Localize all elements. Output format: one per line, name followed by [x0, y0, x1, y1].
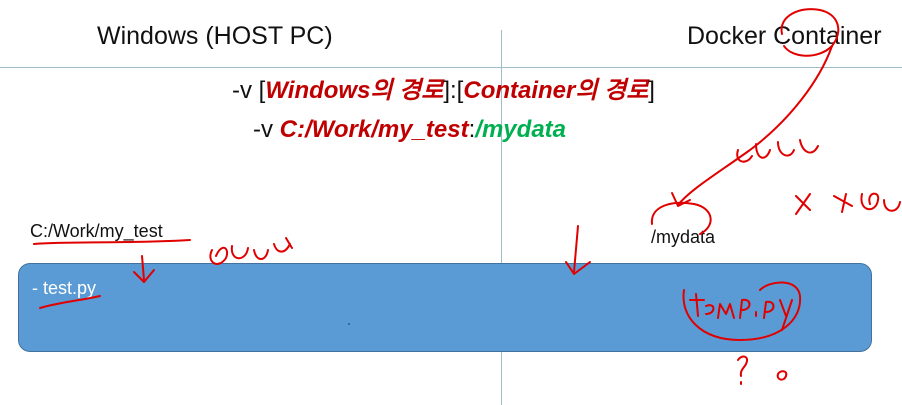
host-directory-label: C:/Work/my_test: [30, 221, 163, 241]
handwriting-scribble: [795, 192, 901, 215]
circle-mark: [776, 370, 788, 381]
down-arrow: [573, 225, 579, 273]
underline-mark: [39, 295, 101, 309]
underline-mark: [33, 239, 191, 245]
shared-file-item: - test.py: [32, 278, 97, 298]
curved-arrow: [677, 45, 833, 206]
syntax-prefix: -v [: [232, 77, 266, 104]
horizontal-divider: [0, 67, 902, 68]
example-separator: :: [468, 116, 476, 143]
container-directory-label: /mydata: [651, 227, 716, 247]
example-prefix: -v: [253, 116, 280, 143]
container-path-placeholder: Container의 경로: [463, 77, 649, 104]
question-mark: [737, 355, 748, 385]
down-arrow: [565, 261, 591, 275]
circle-mark: [650, 201, 712, 235]
handwriting-scribble: [689, 293, 793, 331]
circle-mark: [780, 8, 840, 57]
syntax-suffix: ]: [648, 77, 655, 104]
circle-mark: [682, 281, 802, 341]
syntax-middle: ]:[: [443, 77, 464, 104]
example-host-path: C:/Work/my_test: [279, 116, 469, 143]
host-header: Windows (HOST PC): [97, 22, 333, 50]
down-arrow: [141, 255, 145, 281]
example-container-path: /mydata: [475, 116, 566, 143]
handwriting-scribble: [209, 237, 293, 265]
down-arrow: [133, 269, 155, 283]
volume-example-line: -v C:/Work/my_test:/mydata: [253, 116, 566, 144]
dot-mark: [348, 323, 350, 325]
windows-path-placeholder: Windows의 경로: [265, 77, 444, 104]
handwriting-scribble: [736, 139, 819, 163]
vertical-divider: [501, 30, 502, 405]
volume-syntax-line: -v [Windows의 경로]:[Container의 경로]: [232, 70, 655, 105]
